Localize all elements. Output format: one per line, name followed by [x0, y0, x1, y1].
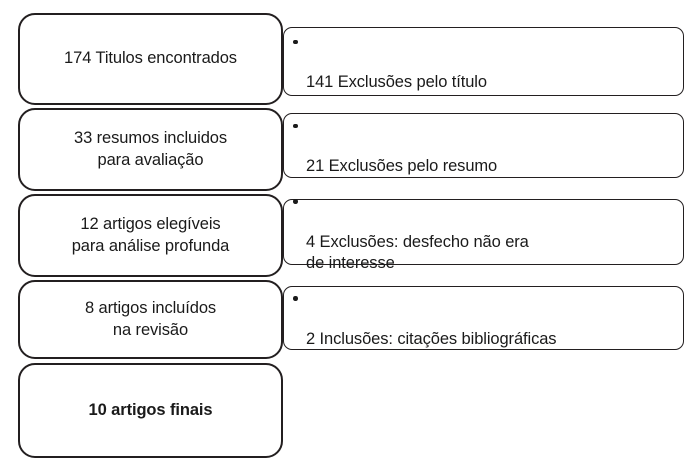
stage-box-artigos-elegiveis: 12 artigos elegíveis para análise profun…	[18, 194, 283, 277]
stage-box-titulos-encontrados: 174 Titulos encontrados	[18, 13, 283, 105]
bullet-icon	[293, 39, 298, 45]
bullet-icon	[293, 123, 298, 129]
note-label: 141 Exclusões pelo título	[306, 73, 487, 92]
stage-box-artigos-incluidos: 8 artigos incluídos na revisão	[18, 280, 283, 359]
stage-box-artigos-finais: 10 artigos finais	[18, 363, 283, 458]
stage-label: 8 artigos incluídos na revisão	[84, 299, 217, 339]
note-text-wrapper: 21 Exclusões pelo resumo	[284, 113, 509, 177]
note-text-wrapper: 4 Exclusões: desfecho não era de interes…	[284, 189, 541, 275]
note-box-inclusoes-citacoes: 2 Inclusões: citações bibliográficas	[283, 286, 684, 350]
stage-box-resumos-incluidos: 33 resumos incluidos para avaliação	[18, 108, 283, 191]
stage-label: 33 resumos incluidos para avaliação	[74, 129, 227, 169]
stage-label: 12 artigos elegíveis para análise profun…	[71, 215, 230, 255]
stage-label: 10 artigos finais	[88, 400, 213, 419]
note-label: 21 Exclusões pelo resumo	[306, 157, 498, 176]
note-box-exclusoes-titulo: 141 Exclusões pelo título	[283, 27, 684, 96]
stage-label: 174 Titulos encontrados	[64, 49, 237, 68]
note-text-wrapper: 2 Inclusões: citações bibliográficas	[284, 286, 568, 350]
bullet-icon	[293, 199, 298, 204]
bullet-icon	[293, 296, 298, 301]
note-label: 2 Inclusões: citações bibliográficas	[306, 329, 557, 348]
note-box-exclusoes-resumo: 21 Exclusões pelo resumo	[283, 113, 684, 178]
note-text-wrapper: 141 Exclusões pelo título	[284, 29, 499, 93]
note-label: 4 Exclusões: desfecho não era de interes…	[306, 233, 529, 273]
note-box-exclusoes-desfecho: 4 Exclusões: desfecho não era de interes…	[283, 199, 684, 272]
